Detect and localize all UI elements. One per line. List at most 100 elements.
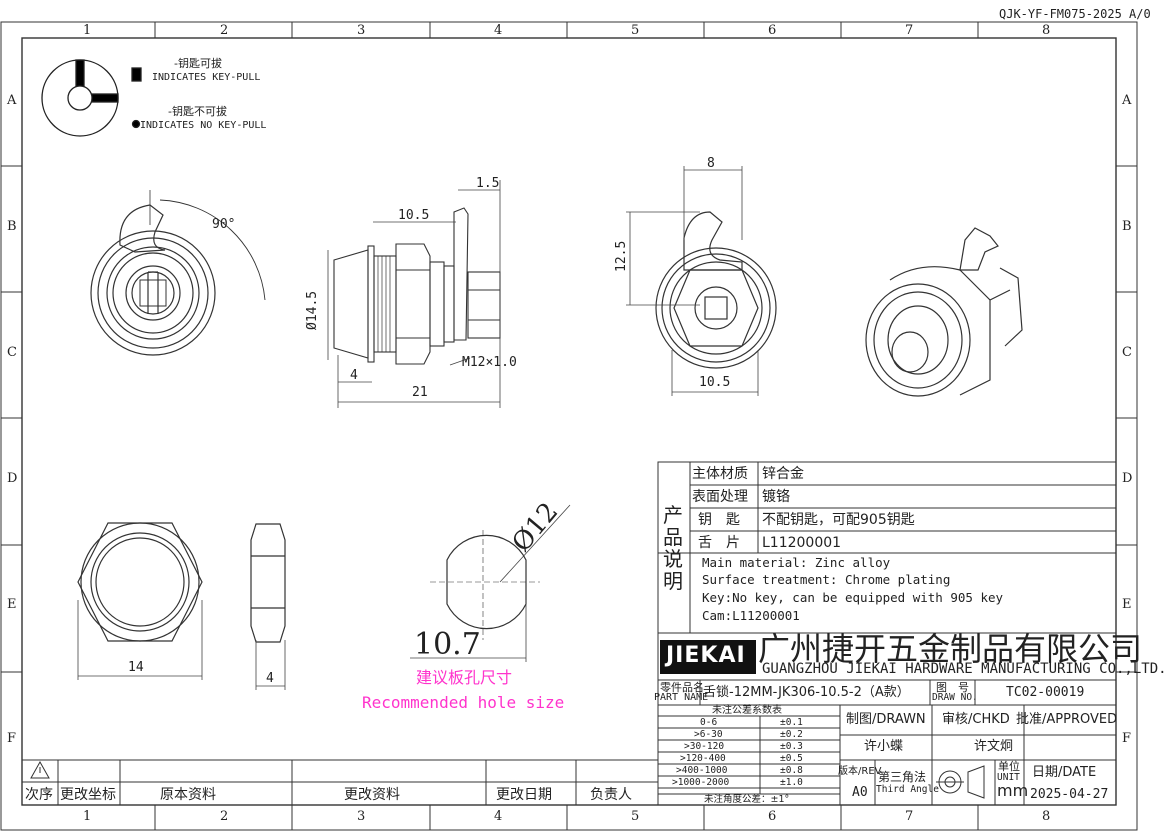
nut-side-drawing: [250, 523, 286, 643]
tol-range-3: >30-120: [684, 741, 725, 752]
dim-10-5-top: 10.5: [398, 208, 430, 223]
dim-10-5-front: 10.5: [699, 375, 731, 390]
spec-label-cam: 舌 片: [698, 535, 740, 551]
spec-vertical-label: 产品说明: [663, 503, 683, 593]
dim-14: 14: [128, 660, 144, 675]
spec-value-material: 锌合金: [762, 466, 804, 482]
checked-by: 许文炯: [974, 739, 1014, 754]
rev-col-changed: 更改资料: [344, 787, 400, 803]
spec-en-material: Main material: Zinc alloy: [702, 555, 891, 570]
spec-value-cam: L11200001: [762, 535, 842, 551]
legend-no-key-pull-en: INDICATES NO KEY-PULL: [140, 120, 267, 131]
drawing-no-value: TC02-00019: [1006, 685, 1085, 700]
rear-view-drawing: [655, 211, 777, 369]
dim-21: 21: [412, 385, 428, 400]
grid-col-3-bottom: 3: [357, 809, 366, 824]
tol-value-6: ±1.0: [780, 777, 803, 788]
drawn-label: 制图/DRAWN: [846, 712, 926, 727]
tol-range-2: >6-30: [694, 729, 723, 740]
part-name-label-cn: 零件品名: [660, 681, 704, 694]
grid-col-6-bottom: 6: [768, 809, 777, 824]
spec-value-key: 不配钥匙，可配905钥匙: [762, 512, 915, 528]
checked-label: 审核/CHKD: [942, 712, 1010, 727]
company-name-cn: 广州捷开五金制品有限公司: [758, 630, 1143, 668]
dim-angle: 90°: [212, 217, 236, 232]
grid-col-7-bottom: 7: [905, 809, 914, 824]
grid-col-2-top: 2: [220, 23, 229, 38]
projection-en: Third Angle: [876, 784, 939, 795]
grid-col-5-bottom: 5: [631, 809, 640, 824]
dim-4-nut: 4: [266, 671, 274, 686]
tol-range-6: >1000-2000: [672, 777, 730, 788]
dim-10-7: 10.7: [414, 627, 481, 662]
side-view-drawing: [333, 207, 501, 365]
part-name-value: 舌锁-12MM-JK306-10.5-2（A款）: [703, 685, 910, 700]
third-angle-projection-icon: [936, 765, 985, 799]
tol-value-1: ±0.1: [780, 717, 803, 728]
company-logo-text: JIEKAI: [666, 643, 746, 668]
tol-range-4: >120-400: [680, 753, 726, 764]
rev-col-sequence: 次序: [25, 787, 53, 803]
unit-label-en: UNIT: [997, 772, 1020, 783]
spec-value-surface: 镀铬: [762, 489, 790, 505]
approved-label: 批准/APPROVED: [1016, 712, 1118, 727]
tol-value-5: ±0.8: [780, 765, 803, 776]
projection-cn: 第三角法: [878, 770, 927, 784]
drawing-no-label-en: DRAW NO.: [932, 692, 978, 703]
tol-range-5: >400-1000: [676, 765, 728, 776]
rev-col-original: 原本资料: [160, 787, 216, 803]
part-name-label-en: PART NAME: [654, 692, 709, 703]
dim-12-5: 12.5: [614, 240, 629, 272]
company-logo-icon: [660, 640, 756, 674]
warning-triangle-icon: [30, 760, 50, 779]
grid-col-1-top: 1: [83, 23, 92, 38]
tol-value-2: ±0.2: [780, 729, 803, 740]
grid-row-a-left: A: [7, 93, 17, 108]
hole-note-en: Recommended hole size: [362, 693, 565, 712]
grid-row-f-right: F: [1122, 731, 1132, 746]
isometric-view-drawing: [865, 227, 1023, 397]
nut-front-drawing: [77, 522, 203, 642]
grid-col-4-bottom: 4: [494, 809, 503, 824]
rev-col-coordinate: 更改坐标: [60, 787, 116, 803]
grid-col-2-bottom: 2: [220, 809, 229, 824]
tol-range-1: 0-6: [700, 717, 718, 728]
date-value: 2025-04-27: [1030, 787, 1109, 802]
rev-label: 版本/REV: [838, 766, 882, 777]
tolerance-title: 未注公差系数表: [712, 705, 782, 716]
grid-col-3-top: 3: [357, 23, 366, 38]
spec-label-material: 主体材质: [692, 466, 748, 482]
grid-col-1-bottom: 1: [83, 809, 92, 824]
dim-14-5: Ø14.5: [305, 290, 320, 330]
dim-8: 8: [707, 156, 715, 171]
grid-col-7-top: 7: [905, 23, 914, 38]
unit-value: mm: [997, 781, 1029, 800]
tol-value-3: ±0.3: [780, 741, 803, 752]
grid-row-b-left: B: [7, 219, 17, 234]
spec-en-surface: Surface treatment: Chrome plating: [702, 572, 951, 587]
spec-label-key: 钥 匙: [698, 512, 740, 528]
rev-value: A0: [852, 785, 868, 800]
grid-col-5-top: 5: [631, 23, 640, 38]
grid-row-d-left: D: [7, 471, 18, 486]
unit-label-cn: 单位: [998, 760, 1020, 773]
grid-col-8-top: 8: [1042, 23, 1051, 38]
dim-1-5: 1.5: [476, 176, 500, 191]
dim-thread: M12×1.0: [462, 355, 517, 370]
rev-col-owner: 负责人: [590, 787, 632, 803]
document-code: QJK-YF-FM075-2025 A/0: [999, 7, 1151, 21]
rev-col-date: 更改日期: [496, 787, 552, 803]
grid-row-a-right: A: [1122, 93, 1132, 108]
legend-key-pull-cn: -钥匙可拔: [174, 57, 222, 70]
tol-value-4: ±0.5: [780, 753, 803, 764]
grid-row-d-right: D: [1122, 471, 1133, 486]
company-name-en: GUANGZHOU JIEKAI HARDWARE MANUFACTURING …: [762, 662, 1167, 676]
dim-4-side: 4: [350, 368, 358, 383]
grid-row-f-left: F: [7, 731, 17, 746]
date-label: 日期/DATE: [1032, 765, 1097, 780]
hole-note-cn: 建议板孔尺寸: [416, 668, 513, 687]
grid-row-c-left: C: [7, 345, 17, 360]
front-view-drawing: [90, 190, 266, 356]
drawn-by: 许小蝶: [864, 739, 904, 754]
